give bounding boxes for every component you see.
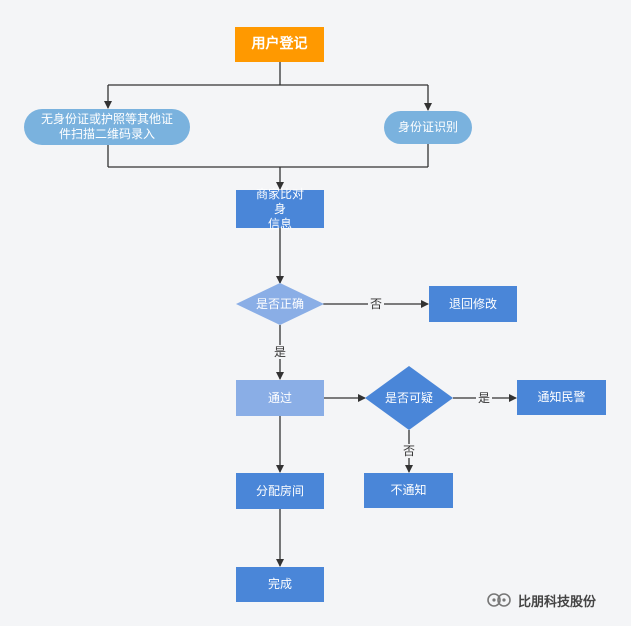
node-notify-police: 通知民警 xyxy=(517,380,606,415)
node-merchant-compare: 商家比对身 信息 xyxy=(236,186,324,231)
decision-correct-label: 是否正确 xyxy=(255,297,304,311)
notify-police-label: 通知民警 xyxy=(537,390,586,404)
no-notify-label: 不通知 xyxy=(390,483,427,497)
wechat-official-account-icon xyxy=(487,593,511,607)
pass-label: 通过 xyxy=(267,390,292,405)
done-label: 完成 xyxy=(267,577,292,591)
assign-room-label: 分配房间 xyxy=(255,483,304,498)
node-assign-room: 分配房间 xyxy=(236,473,324,509)
start-label: 用户登记 xyxy=(251,36,308,52)
node-qr-entry: 无身份证或护照等其他证 件扫描二维码录入 xyxy=(24,109,190,145)
edge-label-no-2: 否 xyxy=(401,444,418,458)
retry-label: 退回修改 xyxy=(448,296,497,311)
decision-suspicious-shape xyxy=(365,366,453,430)
watermark-text: 比朋科技股份 xyxy=(518,594,597,610)
node-id-recognition: 身份证识别 xyxy=(384,111,472,144)
decision-correct-shape xyxy=(236,283,324,325)
merchant-compare-label-line1: 商家比对身 xyxy=(255,186,304,216)
watermark: 比朋科技股份 xyxy=(486,590,596,610)
edge-label-yes-1: 是 xyxy=(272,345,289,359)
decision-suspicious-label: 是否可疑 xyxy=(384,391,433,405)
node-no-notify: 不通知 xyxy=(364,473,453,508)
id-recognition-label: 身份证识别 xyxy=(397,120,458,134)
start-node: 用户登记 xyxy=(235,27,324,62)
node-done: 完成 xyxy=(236,567,324,602)
edge-label-yes-2: 是 xyxy=(476,391,493,405)
qr-entry-label-line1: 无身份证或护照等其他证 xyxy=(40,112,173,126)
node-retry: 退回修改 xyxy=(429,286,517,322)
node-pass: 通过 xyxy=(236,380,324,416)
merchant-compare-label-line2: 信息 xyxy=(267,216,292,231)
edge-label-no-1: 否 xyxy=(368,297,385,311)
qr-entry-label-line2: 件扫描二维码录入 xyxy=(58,127,155,141)
